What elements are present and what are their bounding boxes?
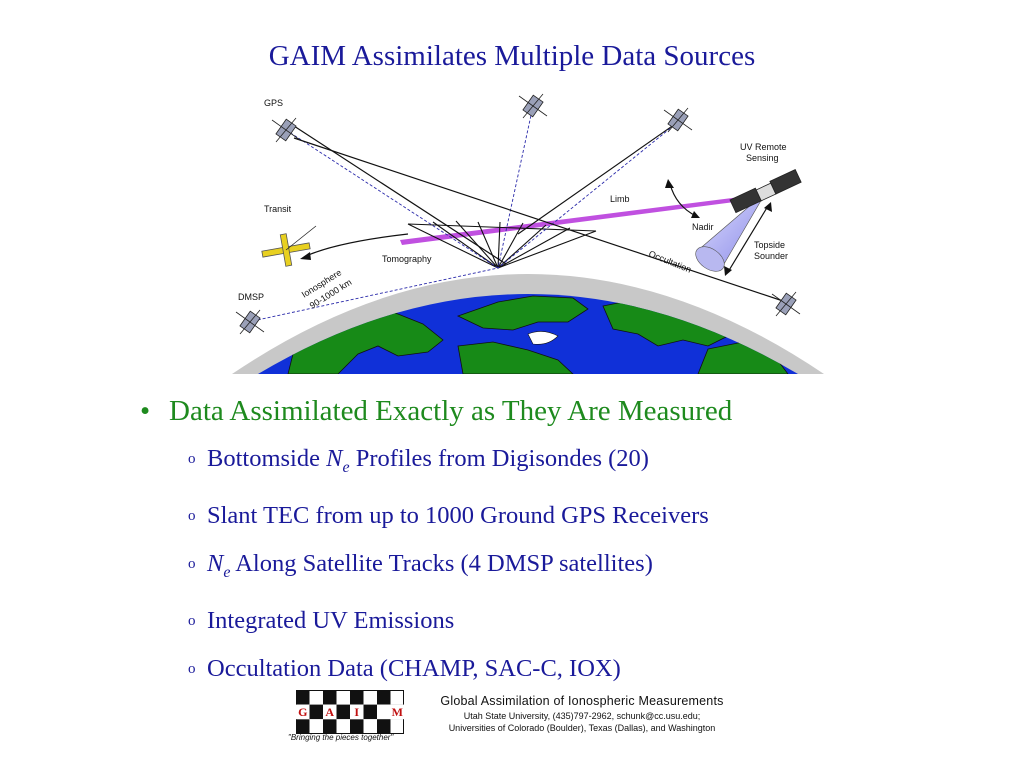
logo-square: [377, 719, 391, 734]
gps-links: [247, 105, 787, 323]
logo-square: [377, 704, 391, 720]
nadir-arrow: [669, 183, 697, 217]
label-uv-remote-2: Sensing: [746, 153, 779, 163]
logo-square: [336, 704, 350, 720]
sub-bullet-marker: o: [188, 660, 196, 677]
logo-letter-cell: [350, 704, 364, 720]
logo-letter-cell: [390, 704, 404, 720]
logo-letter: M: [392, 705, 403, 719]
logo-letter: I: [354, 705, 359, 719]
footer-line-1: Global Assimilation of Ionospheric Measu…: [440, 694, 724, 708]
label-topside-2: Sounder: [754, 251, 788, 261]
label-tomography: Tomography: [382, 254, 432, 264]
label-limb: Limb: [610, 194, 630, 204]
limb-beam: [400, 196, 750, 245]
sub-bullet-text: Integrated UV Emissions: [207, 606, 455, 634]
logo-square: [309, 719, 323, 734]
label-gps: GPS: [264, 98, 283, 108]
sub-bullet-text: Slant TEC from up to 1000 Ground GPS Rec…: [207, 501, 709, 529]
satellite-icon: [235, 309, 265, 335]
label-nadir: Nadir: [692, 222, 714, 232]
topside-arrow: [727, 205, 769, 273]
variable-symbol: N: [326, 445, 343, 472]
logo-square: [390, 719, 404, 734]
logo-square: [363, 719, 377, 734]
logo-square: [296, 690, 310, 705]
variable-symbol: N: [207, 549, 224, 577]
logo-square: [323, 719, 337, 734]
logo-square: [336, 719, 350, 734]
logo-square: [309, 690, 323, 705]
sub-bullet-text-tail: Along Satellite Tracks (4 DMSP satellite…: [230, 549, 653, 577]
logo-square: [390, 690, 404, 705]
sub-bullet: o Occultation Data (CHAMP, SAC-C, IOX): [140, 651, 1000, 686]
logo-square: [363, 704, 377, 720]
transit-arrow: [305, 233, 409, 257]
variable-subscript: e: [342, 458, 350, 476]
main-bullet: • Data Assimilated Exactly as They Are M…: [140, 394, 1000, 428]
page-title: GAIM Assimilates Multiple Data Sources: [268, 40, 756, 72]
main-bullet-text: Data Assimilated Exactly as They Are Mea…: [169, 395, 733, 427]
logo-square: [309, 704, 323, 720]
sub-bullet-marker: o: [188, 555, 196, 572]
satellite-icon: [271, 117, 301, 143]
logo-square: [350, 719, 364, 734]
logo-square: [296, 719, 310, 734]
bullet-marker: •: [140, 395, 151, 427]
sub-bullet: o Integrated UV Emissions: [140, 603, 1000, 638]
logo-letter-cell: [296, 704, 310, 720]
logo-square: [350, 690, 364, 705]
variable-subscript: e: [223, 563, 231, 581]
logo-square: [336, 690, 350, 705]
footer-line-3: Universities of Colorado (Boulder), Texa…: [448, 723, 716, 733]
label-dmsp: DMSP: [238, 292, 264, 302]
transit-satellite-icon: [261, 225, 317, 267]
logo-letter: A: [325, 705, 334, 719]
footer-slogan: "Bringing the pieces together": [288, 733, 394, 742]
uv-satellite-icon: [729, 169, 802, 214]
sub-bullet-marker: o: [188, 612, 196, 629]
footer-line-2: Utah State University, (435)797-2962, sc…: [463, 711, 701, 721]
data-sources-diagram: GPS UV Remote Sensing Limb Nadir Transit…: [232, 93, 824, 374]
sub-bullet: o Bottomside Ne Profiles from Digisondes …: [140, 441, 1000, 485]
label-uv-remote-1: UV Remote: [740, 142, 787, 152]
logo-square: [323, 690, 337, 705]
sub-bullet-text: Occultation Data (CHAMP, SAC-C, IOX): [207, 654, 621, 682]
logo-square: [377, 690, 391, 705]
sub-bullet-text-tail: Profiles from Digisondes (20): [349, 445, 649, 472]
satellite-icon: [663, 107, 693, 133]
logo-square: [363, 690, 377, 705]
sub-bullet-text: Bottomside: [207, 445, 327, 472]
satellite-icon: [518, 93, 548, 119]
logo-letter-cell: [323, 704, 337, 720]
logo-letter: G: [298, 705, 307, 719]
sub-bullet-marker: o: [188, 507, 196, 524]
continents: [287, 295, 789, 374]
label-occultation: Occultation: [647, 249, 692, 275]
label-transit: Transit: [264, 204, 292, 214]
sub-bullet: o Slant TEC from up to 1000 Ground GPS Re…: [140, 498, 1000, 533]
footer-credits: Global Assimilation of Ionospheric Measu…: [412, 694, 752, 733]
label-topside-1: Topside: [754, 240, 785, 250]
sub-bullet-marker: o: [188, 451, 196, 467]
satellite-icon: [771, 291, 801, 317]
bullet-list: • Data Assimilated Exactly as They Are M…: [140, 394, 1000, 686]
